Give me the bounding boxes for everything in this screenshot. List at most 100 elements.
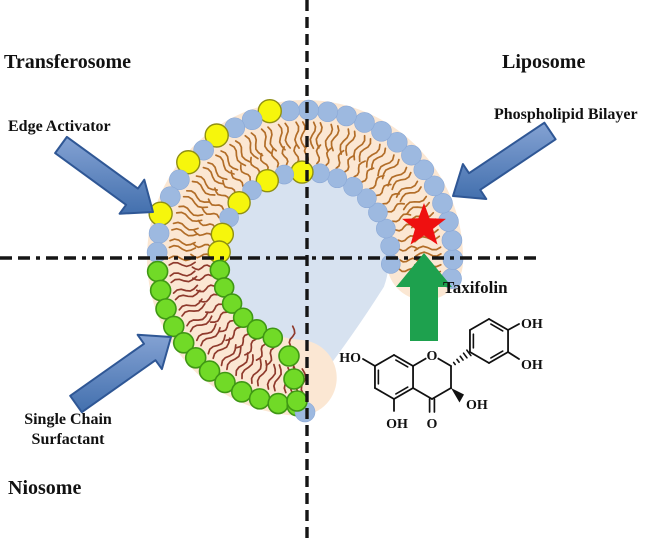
lipid-head bbox=[230, 381, 253, 403]
lipid-tail bbox=[335, 149, 345, 170]
lipid-tail bbox=[172, 221, 199, 231]
lipid-head bbox=[376, 218, 396, 239]
lipid-tail bbox=[244, 134, 259, 160]
bond bbox=[488, 351, 509, 364]
bond bbox=[490, 350, 504, 359]
lipid-tail bbox=[271, 147, 280, 168]
lipid-tail bbox=[402, 195, 428, 211]
lipid-tail bbox=[197, 219, 216, 229]
atom-labels: HO O OH OH OH OH O bbox=[339, 317, 543, 432]
atom-label-3p-oh: OH bbox=[521, 358, 543, 373]
bond bbox=[469, 318, 490, 331]
atom-label-ketone-o: O bbox=[427, 417, 438, 432]
lipid-head bbox=[413, 159, 435, 181]
lipid-head bbox=[386, 131, 408, 153]
lipid-tail bbox=[195, 175, 219, 191]
bond bbox=[393, 354, 414, 367]
lipid-tail bbox=[324, 123, 334, 152]
bond bbox=[452, 361, 456, 366]
lipid-head bbox=[368, 202, 388, 223]
lipid-head bbox=[354, 112, 375, 133]
lipid-tail bbox=[281, 146, 289, 166]
lipid-tail bbox=[202, 166, 225, 185]
lipid-head bbox=[246, 318, 268, 340]
lipid-head bbox=[255, 169, 280, 193]
lipid-tail bbox=[191, 264, 212, 271]
lipid-head bbox=[209, 259, 231, 281]
taxifolin-star bbox=[402, 203, 446, 245]
lipid-tail bbox=[209, 311, 228, 323]
lipid-head bbox=[204, 123, 229, 148]
lipid-head bbox=[371, 120, 392, 142]
lipid-head bbox=[172, 332, 195, 354]
lipid-head bbox=[441, 230, 463, 251]
lipid-tail bbox=[241, 354, 254, 380]
lipid-tail bbox=[214, 187, 231, 202]
atom-label-5-oh: OH bbox=[386, 417, 408, 432]
lipid-head bbox=[221, 293, 243, 314]
lipid-tail bbox=[343, 155, 355, 173]
lipid-head bbox=[262, 327, 284, 349]
liposome-label: Liposome bbox=[502, 51, 586, 73]
lipid-tails bbox=[168, 121, 442, 395]
lipid-head bbox=[184, 347, 207, 369]
edge-activator-label: Edge Activator bbox=[8, 118, 111, 135]
lipid-tail bbox=[345, 130, 356, 156]
lipid-head bbox=[286, 390, 308, 412]
lipid-tail bbox=[181, 302, 206, 317]
lipid-tail bbox=[168, 244, 197, 252]
bond bbox=[393, 387, 414, 400]
single-chain-surfactant-arrow bbox=[69, 333, 172, 414]
lipid-tail bbox=[193, 229, 214, 238]
lipid-tail bbox=[169, 238, 196, 246]
lipid-tail bbox=[212, 337, 231, 360]
lipid-head bbox=[148, 222, 170, 244]
lipid-head bbox=[148, 201, 173, 226]
lipid-head bbox=[232, 307, 254, 329]
lipid-tail bbox=[235, 352, 249, 377]
lipid-tail bbox=[249, 156, 261, 176]
lipid-tail bbox=[207, 161, 228, 181]
lipid-head bbox=[317, 101, 338, 123]
lipid-head bbox=[267, 392, 290, 415]
bond bbox=[469, 351, 490, 364]
lipid-tail bbox=[234, 140, 251, 163]
lipid-tail bbox=[353, 134, 366, 161]
lipid-tail bbox=[267, 126, 277, 152]
atom-label-3-oh: OH bbox=[466, 398, 488, 413]
lipid-tail bbox=[339, 128, 350, 155]
lipid-tail bbox=[391, 213, 412, 223]
bond bbox=[431, 387, 452, 400]
lipid-head bbox=[146, 260, 169, 283]
lipid-tail bbox=[284, 122, 292, 149]
bond bbox=[437, 357, 452, 367]
lipid-tail bbox=[244, 338, 257, 356]
lipid-tail bbox=[255, 343, 267, 361]
lipid-tail bbox=[358, 137, 372, 163]
lipid-tail bbox=[189, 315, 213, 333]
atom-label-ring-o: O bbox=[427, 349, 438, 364]
lipid-head bbox=[278, 345, 300, 367]
lipid-tail bbox=[178, 205, 204, 217]
lipid-tail bbox=[266, 363, 277, 390]
lipid-tail bbox=[200, 326, 221, 347]
lipid-tail bbox=[265, 346, 275, 367]
lipid-head bbox=[213, 277, 235, 298]
lipid-tail bbox=[330, 125, 340, 152]
lipid-tail bbox=[198, 293, 219, 303]
lipid-tail bbox=[399, 186, 422, 203]
annotation-arrows bbox=[54, 121, 557, 414]
lipid-tail bbox=[220, 343, 237, 367]
lipid-tail bbox=[387, 166, 408, 187]
lipid-tail bbox=[406, 201, 431, 215]
bond bbox=[456, 358, 460, 364]
lipid-head bbox=[155, 298, 177, 320]
lipid-head bbox=[241, 109, 263, 131]
bond bbox=[362, 358, 376, 367]
lipid-tail bbox=[365, 143, 381, 168]
lipid-tail bbox=[382, 193, 401, 205]
single-chain-surfactant-label: Single Chain Surfactant bbox=[8, 410, 128, 450]
lipid-tail bbox=[226, 346, 242, 371]
